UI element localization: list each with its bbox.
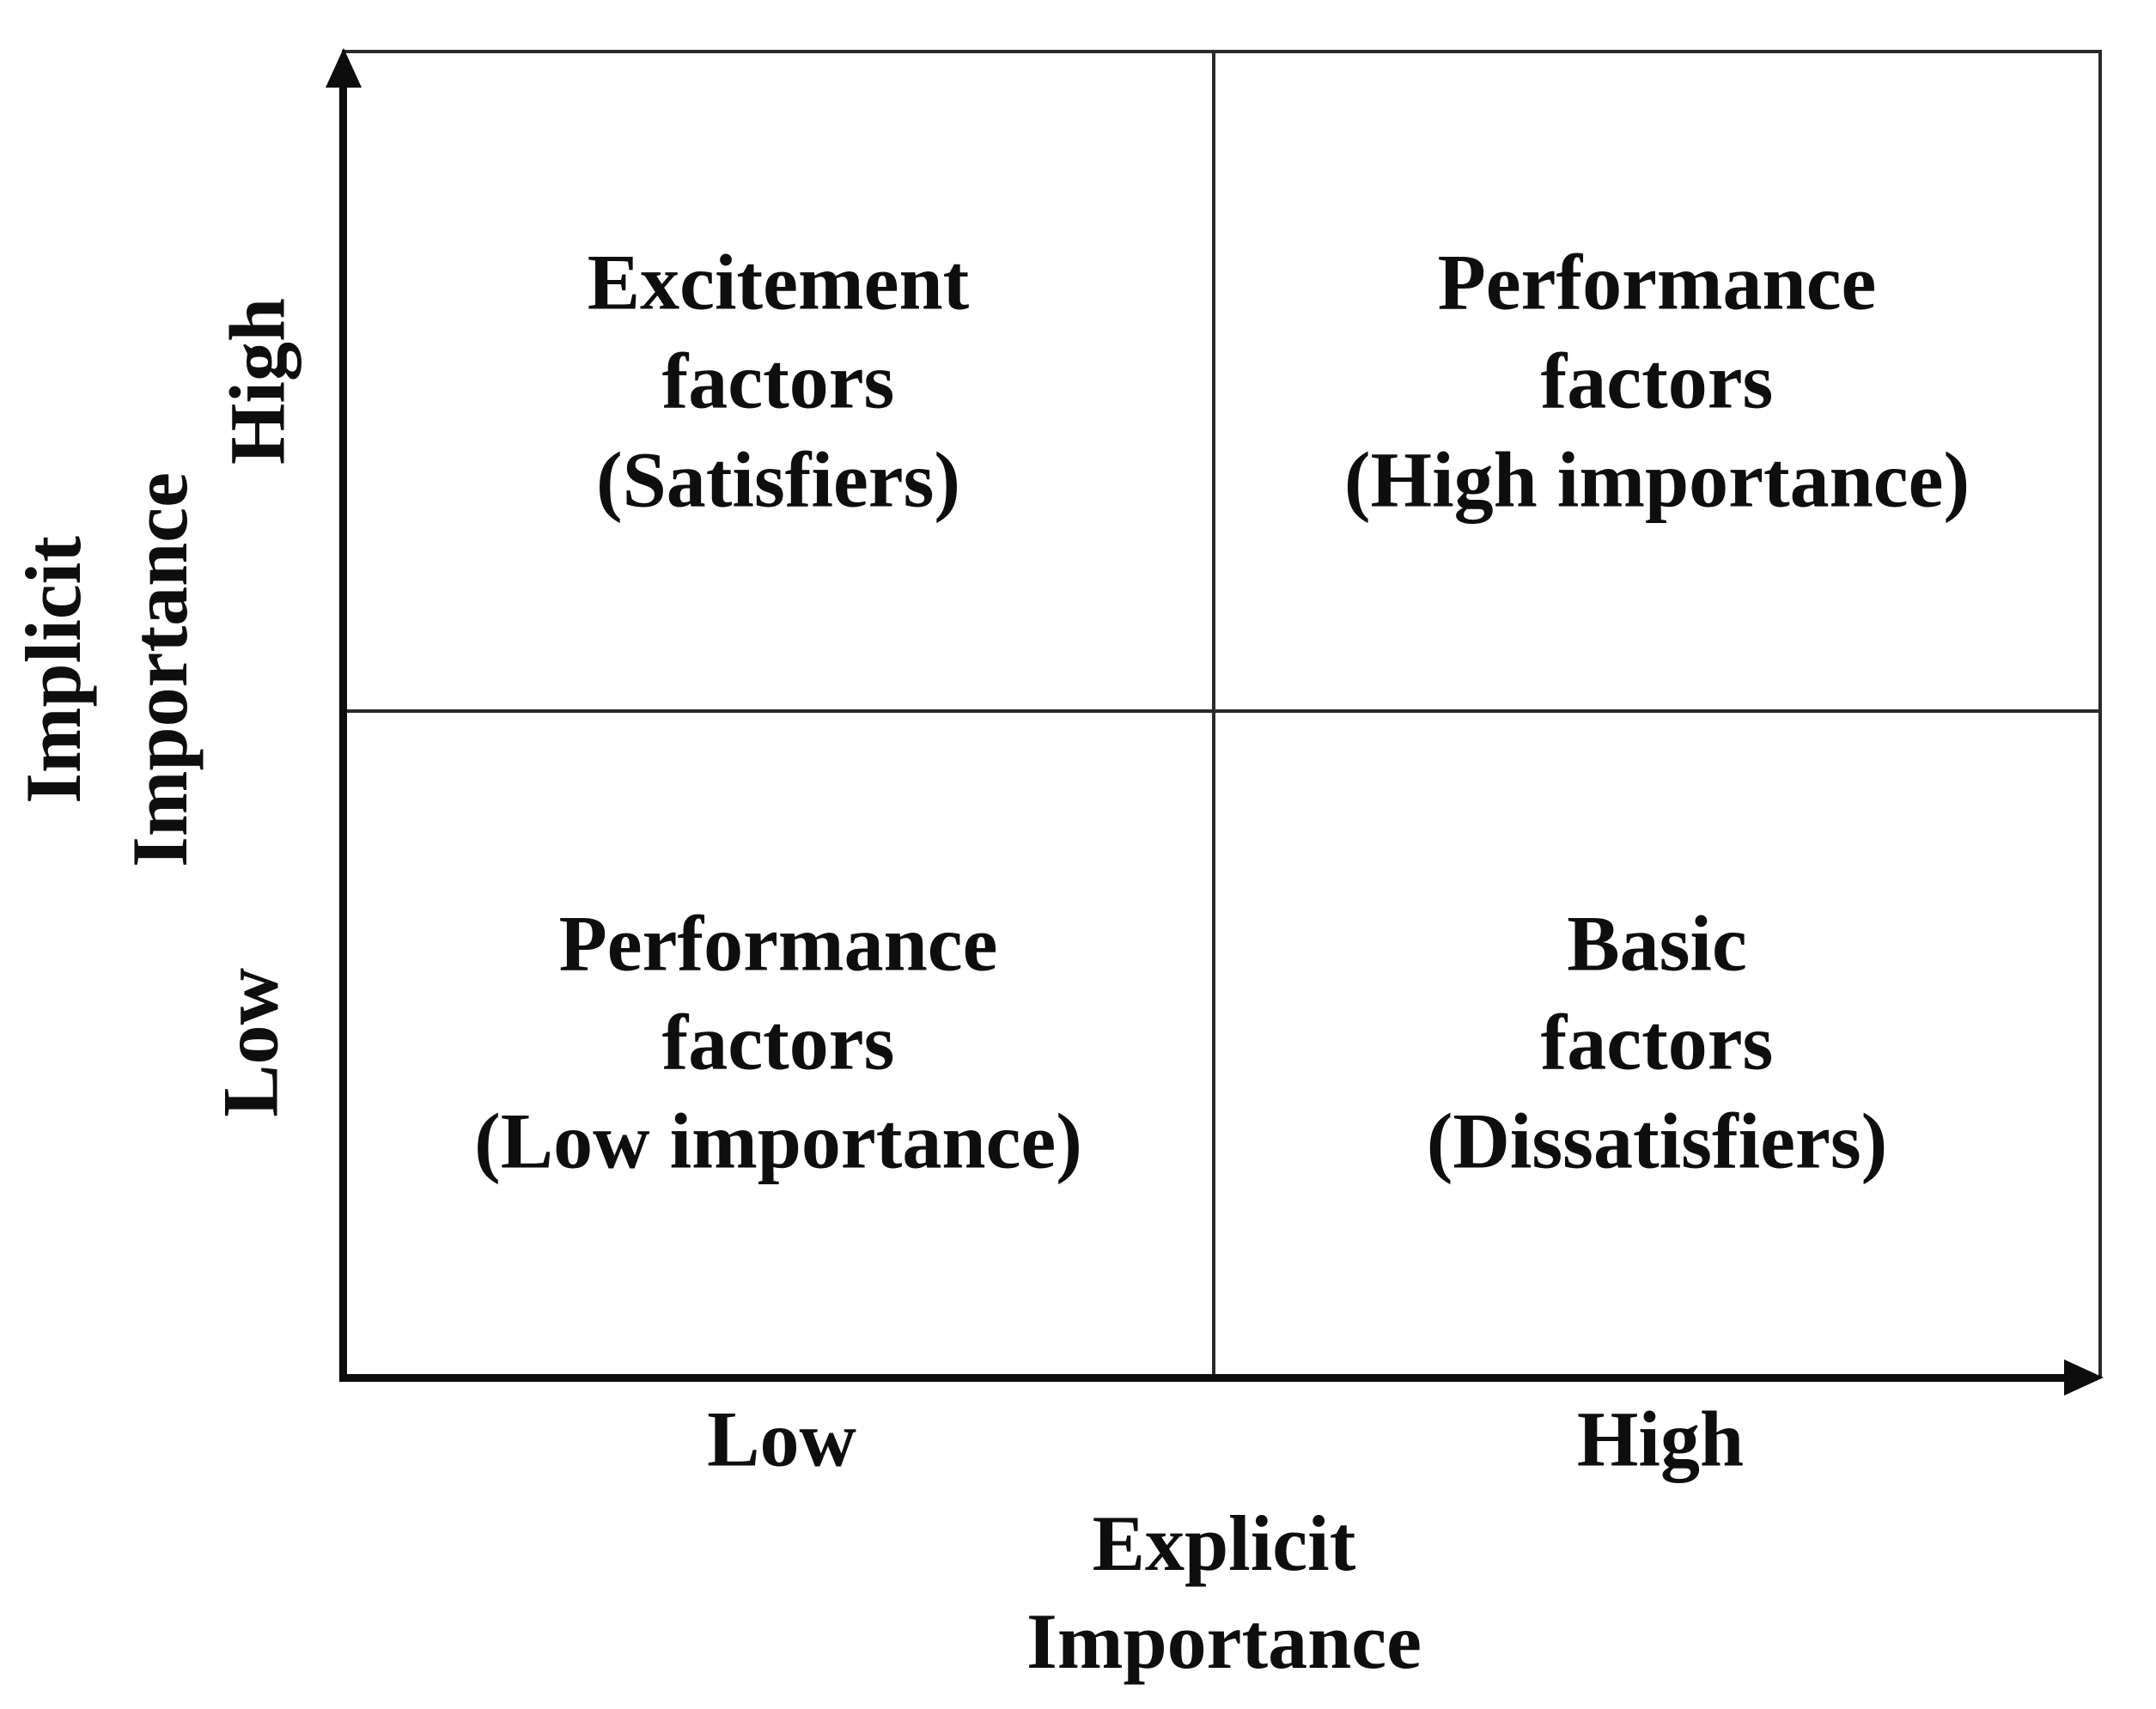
x-axis-tick-high-label: High: [1576, 1395, 1745, 1483]
quadrant-top-left-line3: (Satisfiers): [595, 435, 961, 524]
x-axis-title-line2: Importance: [1026, 1597, 1422, 1685]
quadrant-bottom-left-line3: (Low importance): [474, 1097, 1082, 1185]
y-axis-line: [339, 60, 347, 1382]
quadrant-bottom-left-line2: factors: [661, 998, 895, 1086]
quadrant-top-right-line2: factors: [1540, 337, 1774, 425]
quadrant-bottom-right-line2: factors: [1540, 998, 1774, 1086]
y-axis-title-line1: Implicit: [9, 536, 97, 804]
quadrant-top-left-label: Excitement factors (Satisfiers): [588, 234, 970, 530]
quadrant-bottom-right-line1: Basic: [1567, 899, 1747, 988]
y-axis-tick-high-label: High: [213, 297, 301, 465]
x-axis-title: Explicit Importance: [1026, 1494, 1422, 1690]
plot-right-border-line: [2098, 50, 2102, 1378]
quadrant-top-right-label: Performance factors (High importance): [1344, 234, 1970, 530]
quadrant-divider-vertical-line: [1212, 50, 1215, 1378]
quadrant-top-left-line2: factors: [661, 337, 895, 425]
y-axis-title-line2: Importance: [116, 472, 204, 867]
quadrant-bottom-right-label: Basic factors (Dissatisfiers): [1427, 895, 1888, 1191]
y-axis-up-arrowhead-icon: [326, 48, 362, 88]
x-axis-title-line1: Explicit: [1092, 1499, 1356, 1587]
quadrant-bottom-left-label: Performance factors (Low importance): [474, 895, 1082, 1191]
x-axis-tick-low-label: Low: [707, 1395, 856, 1483]
quadrant-top-right-line3: (High importance): [1343, 435, 1970, 524]
y-axis-title: Implicit Importance: [0, 472, 213, 867]
quadrant-bottom-left-line1: Performance: [558, 899, 998, 988]
y-axis-tick-low-label: Low: [206, 968, 295, 1117]
x-axis-line: [339, 1374, 2066, 1382]
x-axis-right-arrowhead-icon: [2064, 1359, 2104, 1396]
quadrant-divider-horizontal-line: [342, 709, 2102, 713]
quadrant-top-left-line1: Excitement: [587, 238, 970, 326]
quadrant-bottom-right-line3: (Dissatisfiers): [1426, 1097, 1888, 1185]
plot-top-border-line: [342, 50, 2102, 53]
quadrant-top-right-line1: Performance: [1437, 238, 1877, 326]
